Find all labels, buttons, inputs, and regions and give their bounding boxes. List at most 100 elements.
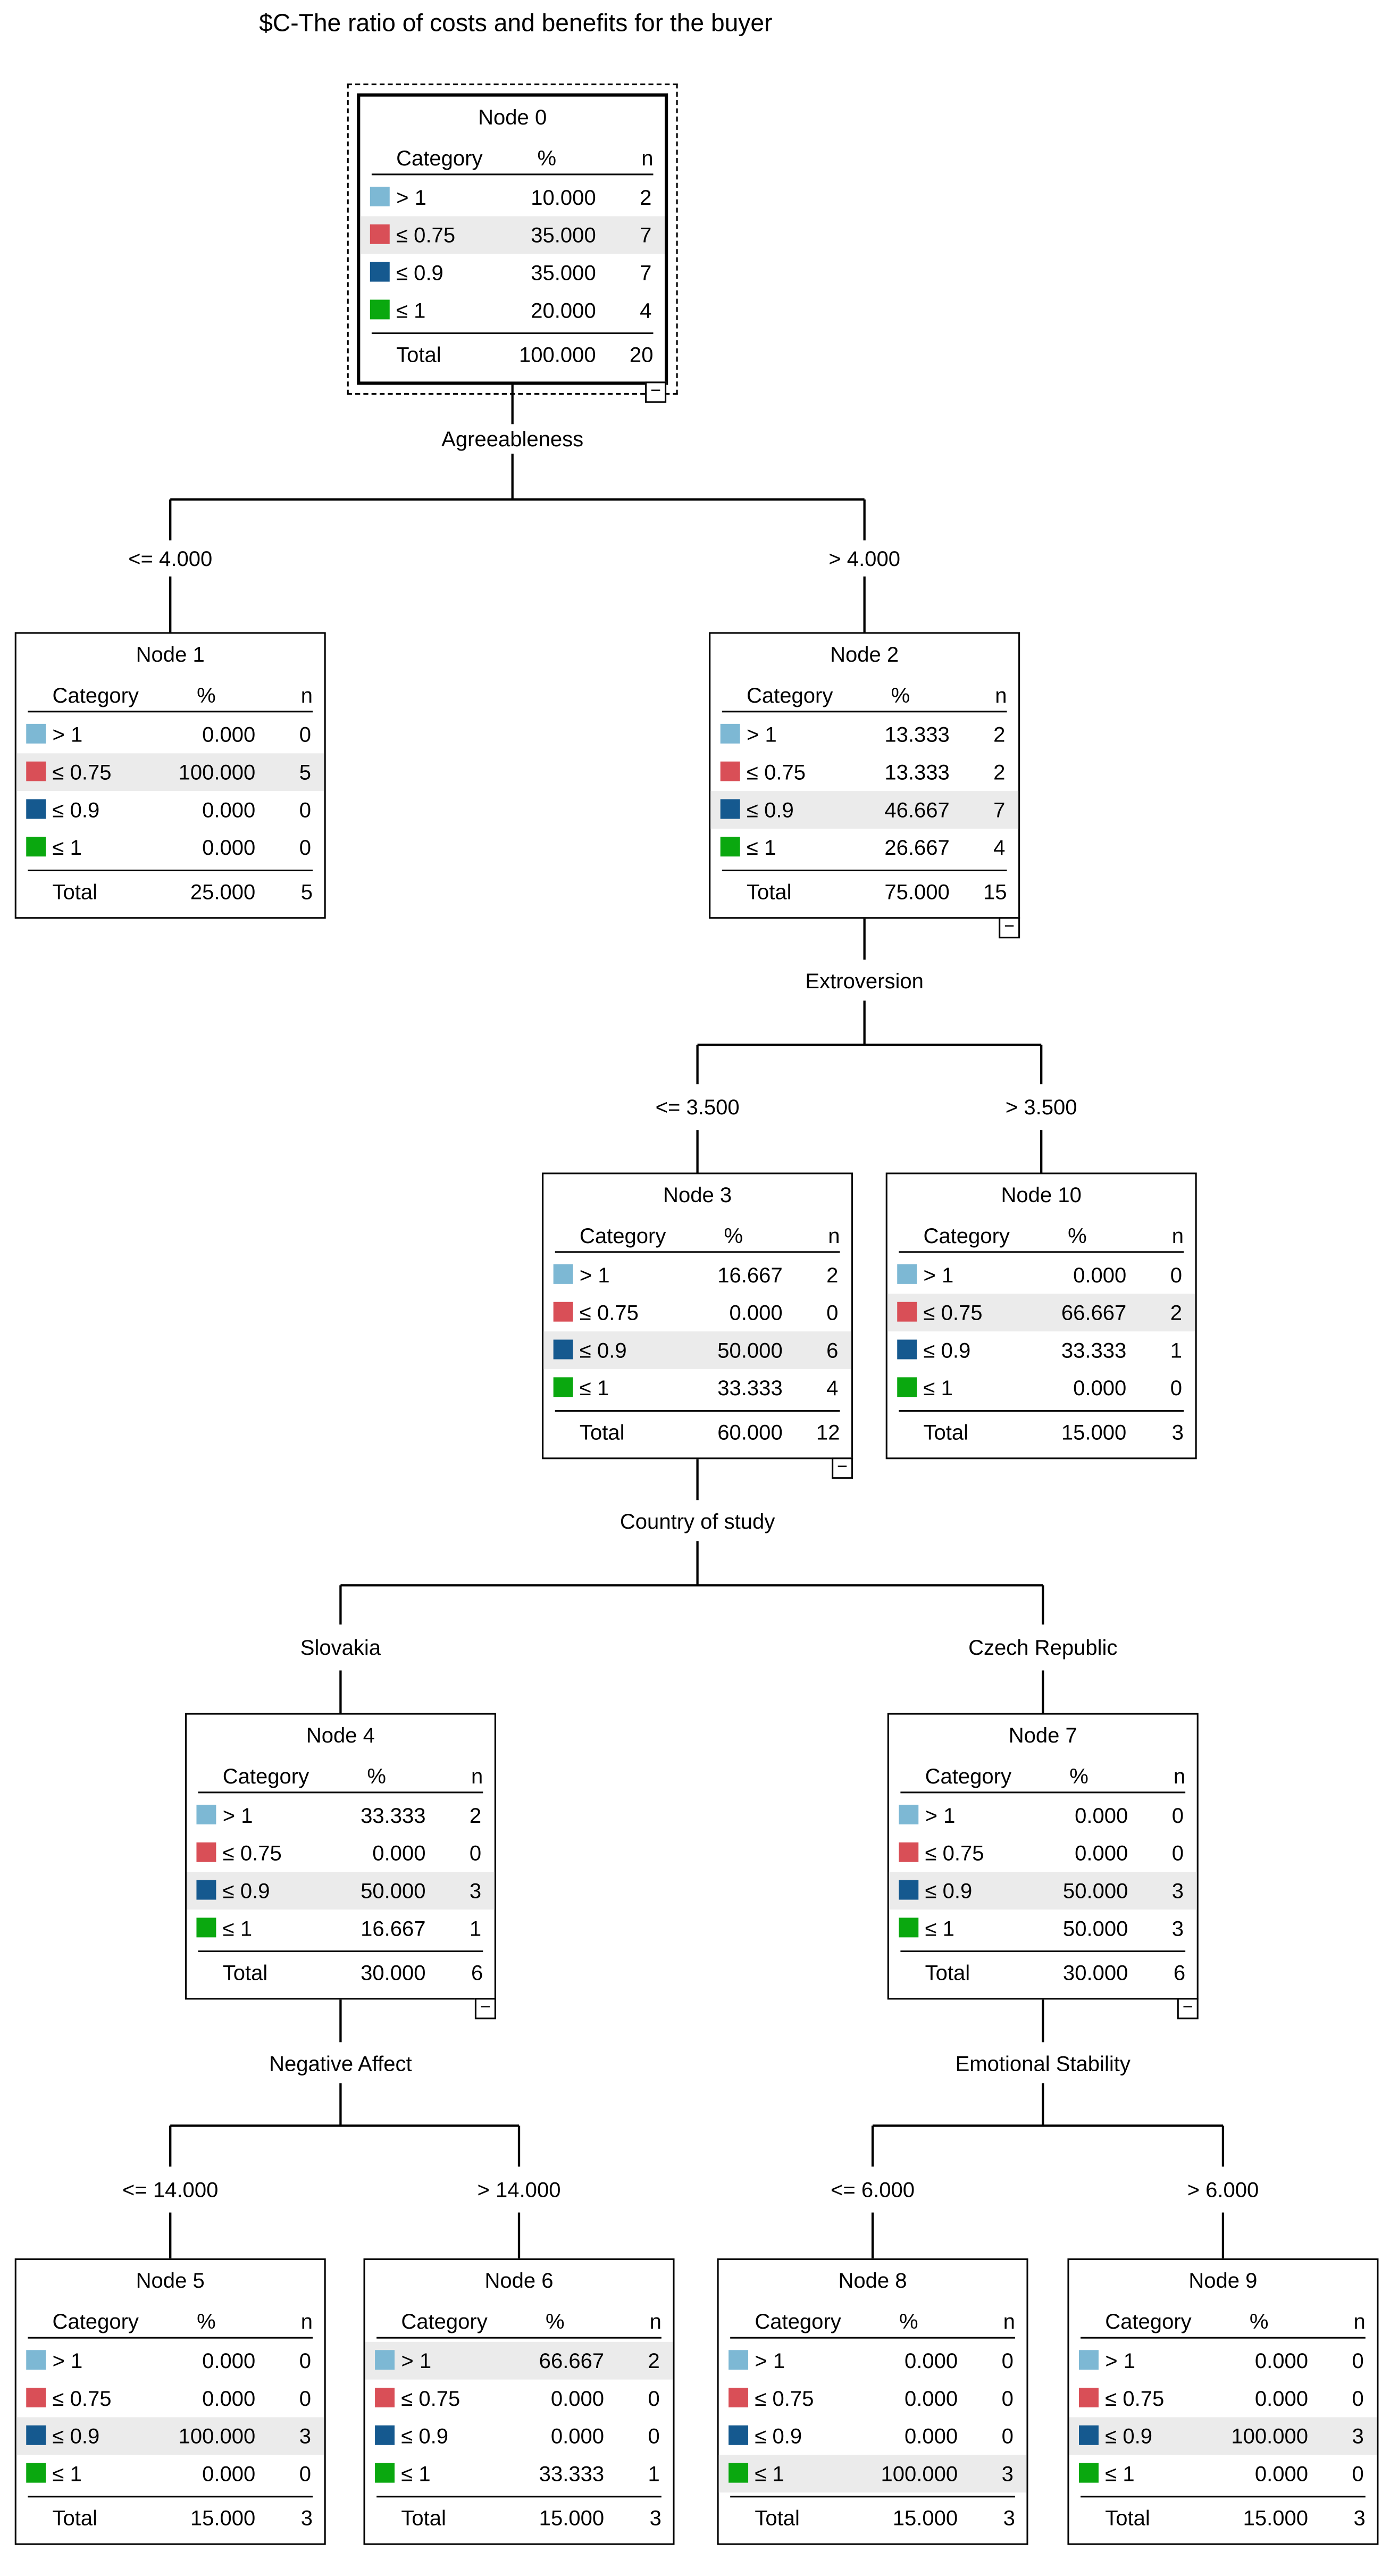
percent-value: 100.000 [881, 2461, 958, 2486]
percent-value: 33.333 [1061, 1338, 1127, 1363]
category-label: ≤ 0.75 [52, 760, 112, 785]
node-title: Node 2 [830, 641, 899, 667]
category-label: ≤ 0.75 [925, 1840, 984, 1865]
percent-value: 26.667 [884, 835, 950, 860]
category-label: ≤ 0.75 [222, 1840, 282, 1865]
count-value: 0 [1001, 2348, 1014, 2373]
total-percent: 15.000 [892, 2505, 958, 2530]
split-variable-label: Emotional Stability [950, 2051, 1136, 2076]
collapse-button[interactable]: − [832, 1457, 853, 1479]
collapse-button[interactable]: − [645, 381, 667, 403]
category-swatch [26, 799, 46, 819]
count-value: 0 [299, 797, 311, 822]
total-percent: 60.000 [717, 1420, 783, 1445]
table-header: Category % n [722, 677, 1007, 713]
column-header-percent: % [537, 146, 557, 171]
percent-value: 0.000 [1075, 1840, 1128, 1865]
category-label: ≤ 1 [925, 1916, 954, 1941]
collapse-button[interactable]: − [474, 1998, 496, 2020]
percent-value: 0.000 [202, 2461, 256, 2486]
percent-value: 50.000 [1062, 1878, 1128, 1903]
total-row: Total 75.000 15 [722, 869, 1007, 914]
total-row: Total 15.000 3 [28, 2496, 313, 2540]
category-swatch [729, 2463, 749, 2483]
category-label: ≤ 1 [923, 1375, 953, 1400]
category-label: > 1 [923, 1262, 954, 1288]
percent-value: 35.000 [531, 222, 596, 247]
count-value: 0 [1352, 2348, 1364, 2373]
category-swatch [375, 2425, 395, 2445]
category-swatch [370, 186, 390, 206]
category-swatch [553, 1302, 573, 1322]
category-swatch [897, 1339, 917, 1360]
category-swatch [897, 1264, 917, 1284]
percent-value: 0.000 [202, 835, 256, 860]
percent-value: 33.333 [717, 1375, 783, 1400]
category-label: ≤ 0.9 [923, 1338, 971, 1363]
category-label: ≤ 1 [746, 835, 776, 860]
category-label: ≤ 1 [1105, 2461, 1135, 2486]
percent-value: 100.000 [1231, 2423, 1309, 2448]
count-value: 2 [993, 722, 1006, 747]
total-label: Total [923, 1420, 969, 1445]
category-swatch [729, 2425, 749, 2445]
total-count: 3 [300, 2505, 313, 2530]
category-swatch [720, 723, 740, 744]
category-swatch [729, 2388, 749, 2407]
node-title: Node 1 [136, 641, 205, 667]
category-label: ≤ 0.9 [222, 1878, 270, 1903]
branch-condition-label: Slovakia [295, 1635, 386, 1660]
count-value: 0 [1171, 1803, 1184, 1828]
category-swatch [26, 837, 46, 857]
column-header-category: Category [755, 2309, 841, 2334]
count-value: 0 [1001, 2386, 1014, 2411]
count-value: 0 [1352, 2461, 1364, 2486]
table-header: Category % n [1081, 2303, 1366, 2339]
category-swatch [897, 1302, 917, 1322]
category-swatch [196, 1880, 216, 1900]
category-label: ≤ 0.9 [52, 2423, 100, 2448]
category-swatch [720, 761, 740, 781]
count-value: 2 [826, 1262, 839, 1288]
category-label: ≤ 0.9 [746, 797, 794, 822]
collapse-button[interactable]: − [1177, 1998, 1199, 2020]
total-label: Total [925, 1960, 970, 1985]
column-header-n: n [300, 682, 313, 708]
total-count: 15 [983, 879, 1007, 904]
total-percent: 30.000 [361, 1960, 426, 1985]
percent-value: 66.667 [1061, 1300, 1127, 1325]
branch-condition-label: > 4.000 [824, 546, 906, 571]
branch-condition-label: <= 6.000 [825, 2177, 920, 2202]
node-title: Node 4 [306, 1723, 375, 1748]
total-count: 20 [629, 342, 654, 367]
total-row: Total 15.000 3 [1081, 2496, 1366, 2540]
count-value: 2 [648, 2348, 660, 2373]
percent-value: 0.000 [1254, 2386, 1309, 2411]
collapse-button[interactable]: − [999, 917, 1020, 939]
branch-condition-label: > 6.000 [1182, 2177, 1264, 2202]
